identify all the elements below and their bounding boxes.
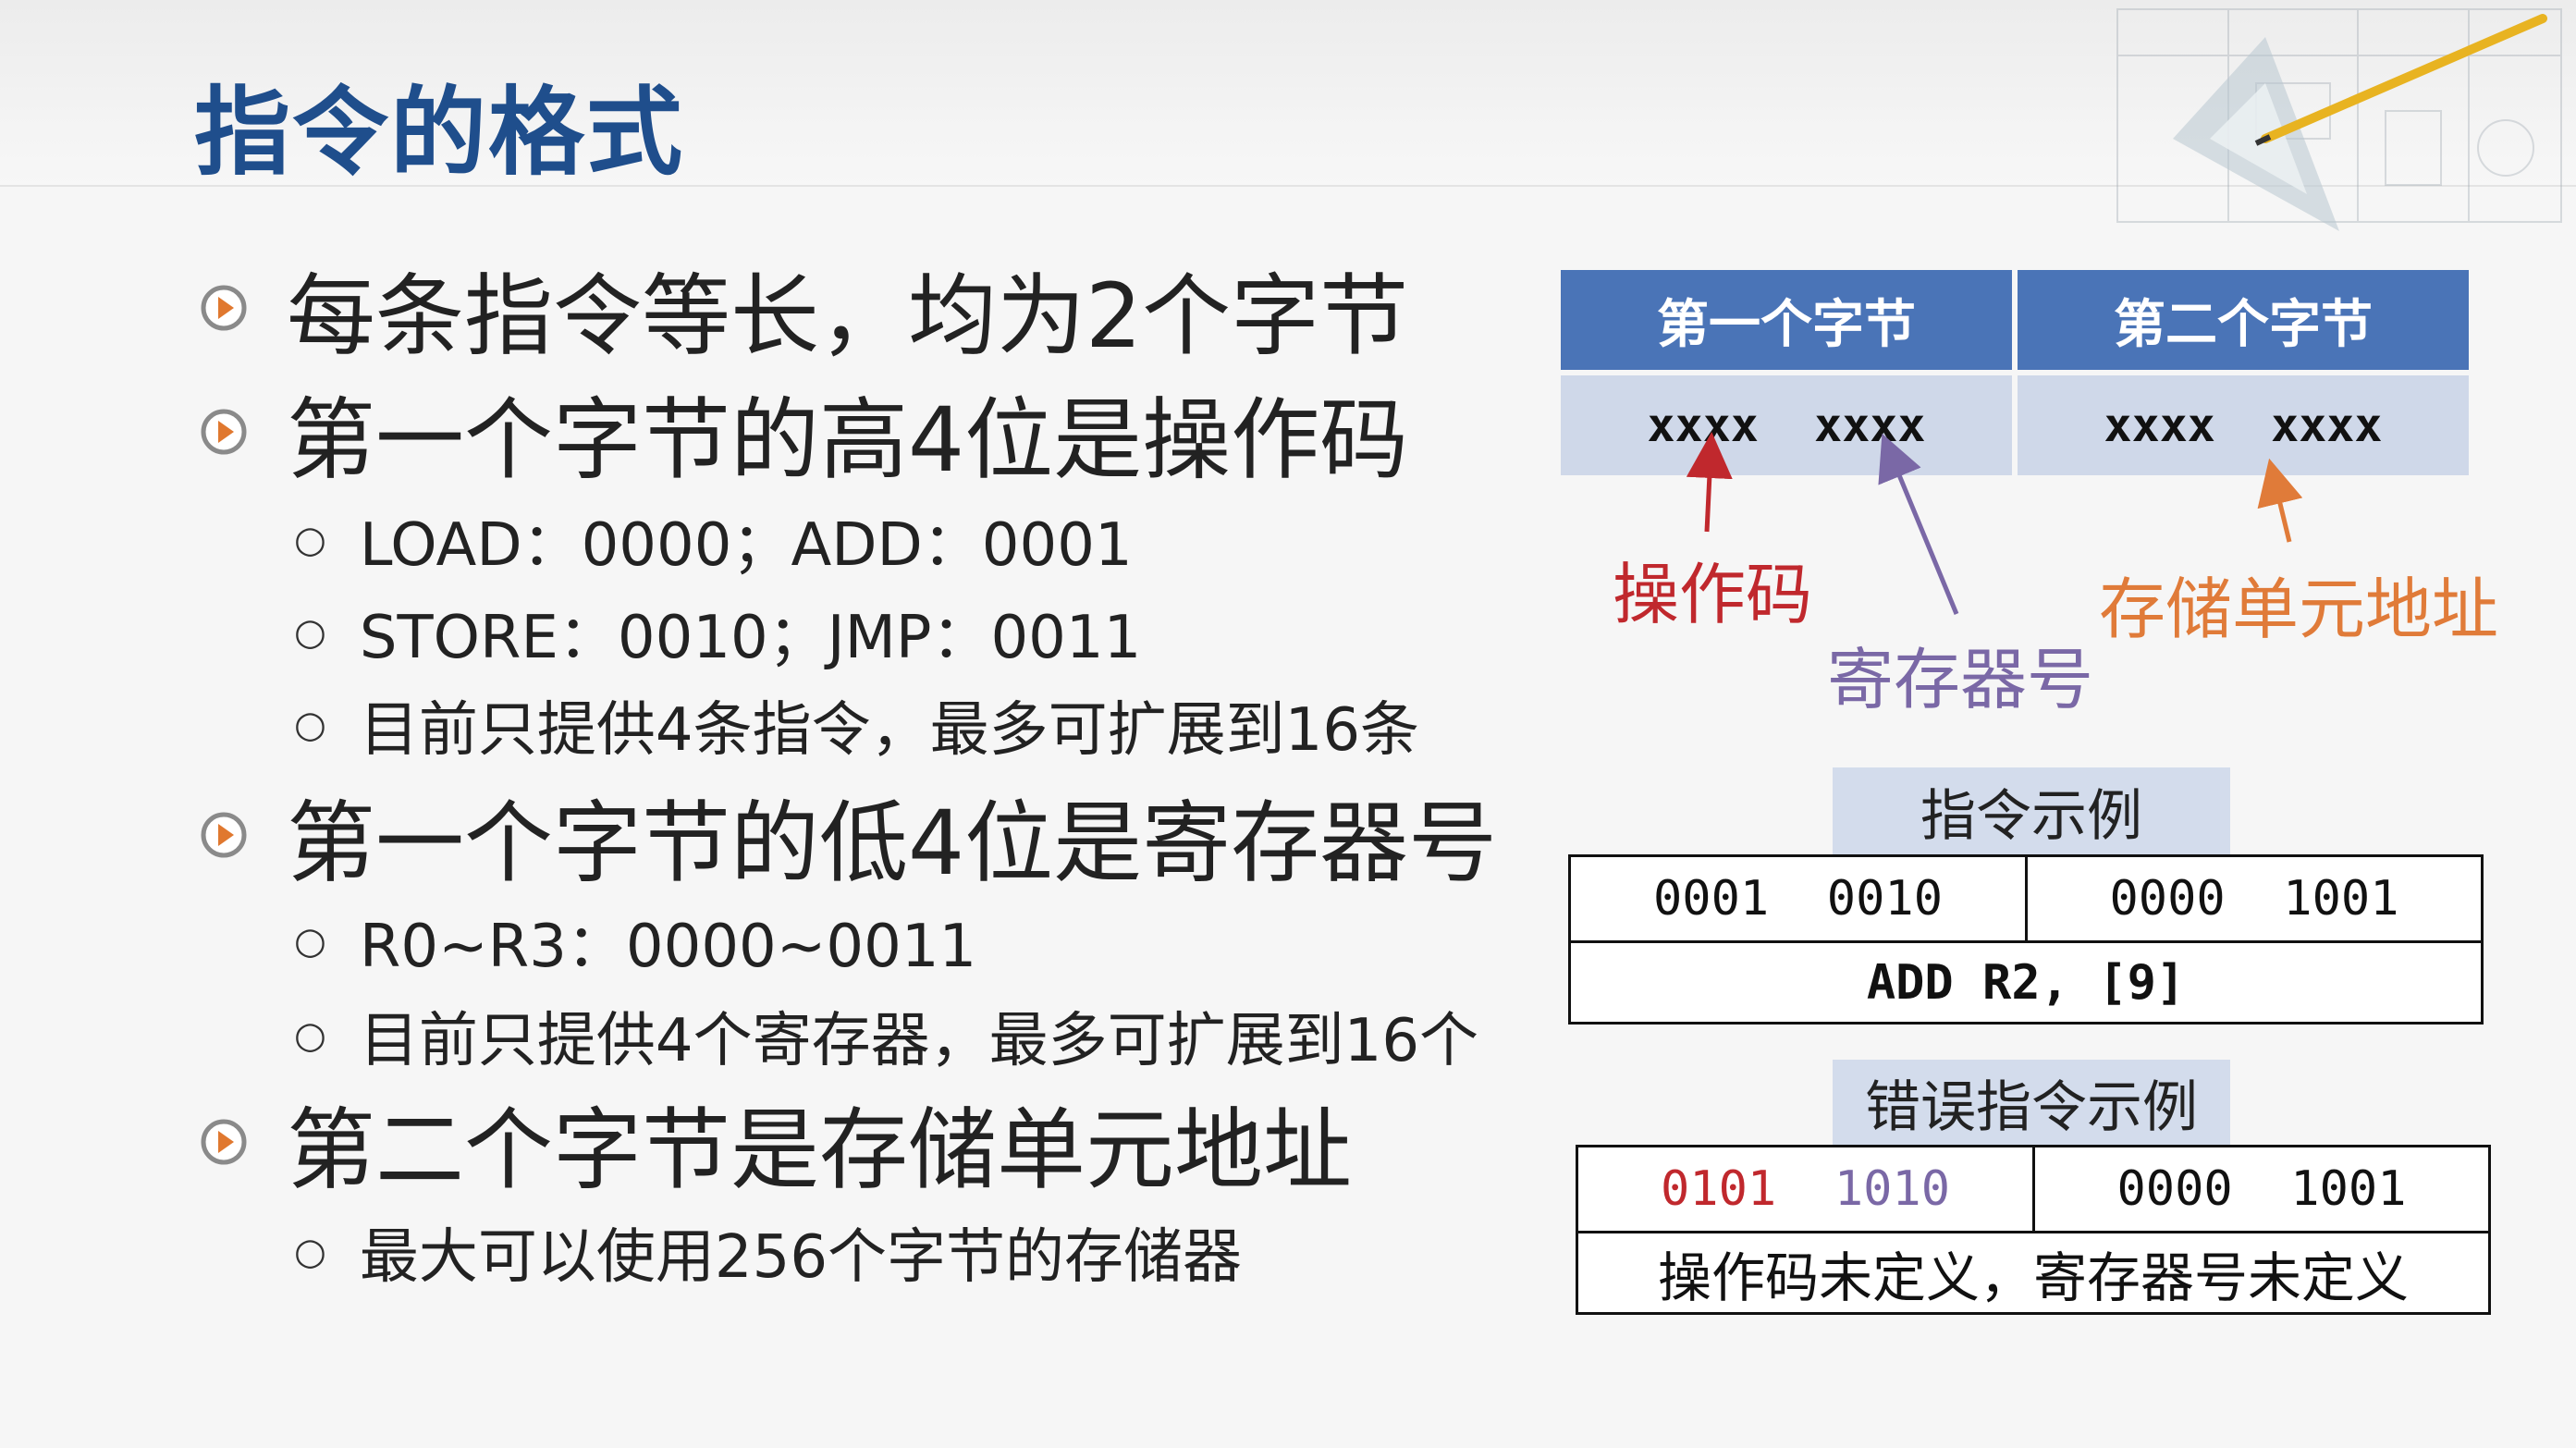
sub-bullet-dot: ○ [294,704,326,746]
address-label: 存储单元地址 [2099,571,2499,648]
bad-example-caption: 错误指令示例 [1833,1060,2230,1145]
bullet-1-text: 每条指令等长，均为2个字节 [287,264,1409,368]
bad-example-byte1: 0101 1010 [1578,1147,2035,1231]
format-cell-byte1: xxxx xxxx [1561,375,2012,475]
example-decoded: ADD R2, [9] [1866,954,2186,1011]
sub-bullet-text: R0~R3：0000~0011 [359,913,977,981]
sub-bullet: ○ R0~R3：0000~0011 [294,904,976,981]
bad-example-table: 0101 1010 0000 1001 操作码未定义，寄存器号未定义 [1576,1145,2491,1315]
sub-bullet-text: 目前只提供4条指令，最多可扩展到16条 [359,696,1420,765]
play-circle-bullet-icon [201,409,247,455]
sub-bullet: ○ 目前只提供4个寄存器，最多可扩展到16个 [294,999,1478,1075]
sub-bullet: ○ 最大可以使用256个字节的存储器 [294,1215,1242,1292]
example-bytes-row: 0001 0010 0000 1001 [1571,857,2481,943]
sub-bullet-dot: ○ [294,920,326,963]
bad-example-note: 操作码未定义，寄存器号未定义 [1657,1246,2409,1309]
example-byte1: 0001 0010 [1571,857,2028,940]
play-circle-bullet-icon [201,812,247,858]
bad-example-bytes-row: 0101 1010 0000 1001 [1578,1147,2488,1233]
sub-bullet-text: STORE：0010；JMP：0011 [359,604,1142,672]
format-header-byte2: 第二个字节 [2018,270,2469,370]
example-table: 0001 0010 0000 1001 ADD R2, [9] [1568,854,2484,1025]
bad-register-bits: 1010 [1834,1161,1951,1217]
sub-bullet: ○ 目前只提供4条指令，最多可扩展到16条 [294,688,1419,765]
example-byte2: 0000 1001 [2109,871,2399,926]
example-caption: 指令示例 [1833,767,2230,854]
bullet-4: 第二个字节是存储单元地址 [198,1091,1352,1202]
format-cell-byte2: xxxx xxxx [2018,375,2469,475]
format-header-byte1: 第一个字节 [1561,270,2012,370]
bullet-4-text: 第二个字节是存储单元地址 [287,1098,1352,1202]
sub-bullet-dot: ○ [294,1231,326,1273]
bad-example-note-row: 操作码未定义，寄存器号未定义 [1578,1233,2488,1312]
header-divider [0,185,2576,187]
sub-bullet-dot: ○ [294,519,326,561]
page-title: 指令的格式 [194,76,685,189]
sub-bullet-text: LOAD：0000；ADD：0001 [359,511,1133,580]
bullet-2: 第一个字节的高4位是操作码 [198,381,1408,492]
sub-bullet-text: 最大可以使用256个字节的存储器 [359,1223,1243,1292]
register-arrow [1878,433,1959,615]
example-decoded-row: ADD R2, [9] [1571,943,2481,1022]
bullet-1: 每条指令等长，均为2个字节 [198,257,1408,368]
bullet-2-text: 第一个字节的高4位是操作码 [287,387,1409,492]
register-label: 寄存器号 [1827,641,2094,718]
address-arrow [2257,458,2303,543]
opcode-label: 操作码 [1613,556,1813,633]
drafting-decoration-image [2116,8,2562,231]
sub-bullet: ○ LOAD：0000；ADD：0001 [294,503,1133,580]
play-circle-bullet-icon [201,285,247,331]
play-circle-bullet-icon [201,1119,247,1165]
bullet-3-text: 第一个字节的低4位是寄存器号 [287,791,1498,895]
bad-example-byte2: 0000 1001 [2116,1161,2407,1217]
header-band [0,0,2576,187]
sub-bullet: ○ STORE：0010；JMP：0011 [294,595,1141,672]
sub-bullet-dot: ○ [294,1014,326,1057]
bad-opcode-bits: 0101 [1660,1161,1777,1217]
bullet-3: 第一个字节的低4位是寄存器号 [198,784,1497,895]
sub-bullet-dot: ○ [294,611,326,654]
sub-bullet-text: 目前只提供4个寄存器，最多可扩展到16个 [359,1007,1479,1075]
